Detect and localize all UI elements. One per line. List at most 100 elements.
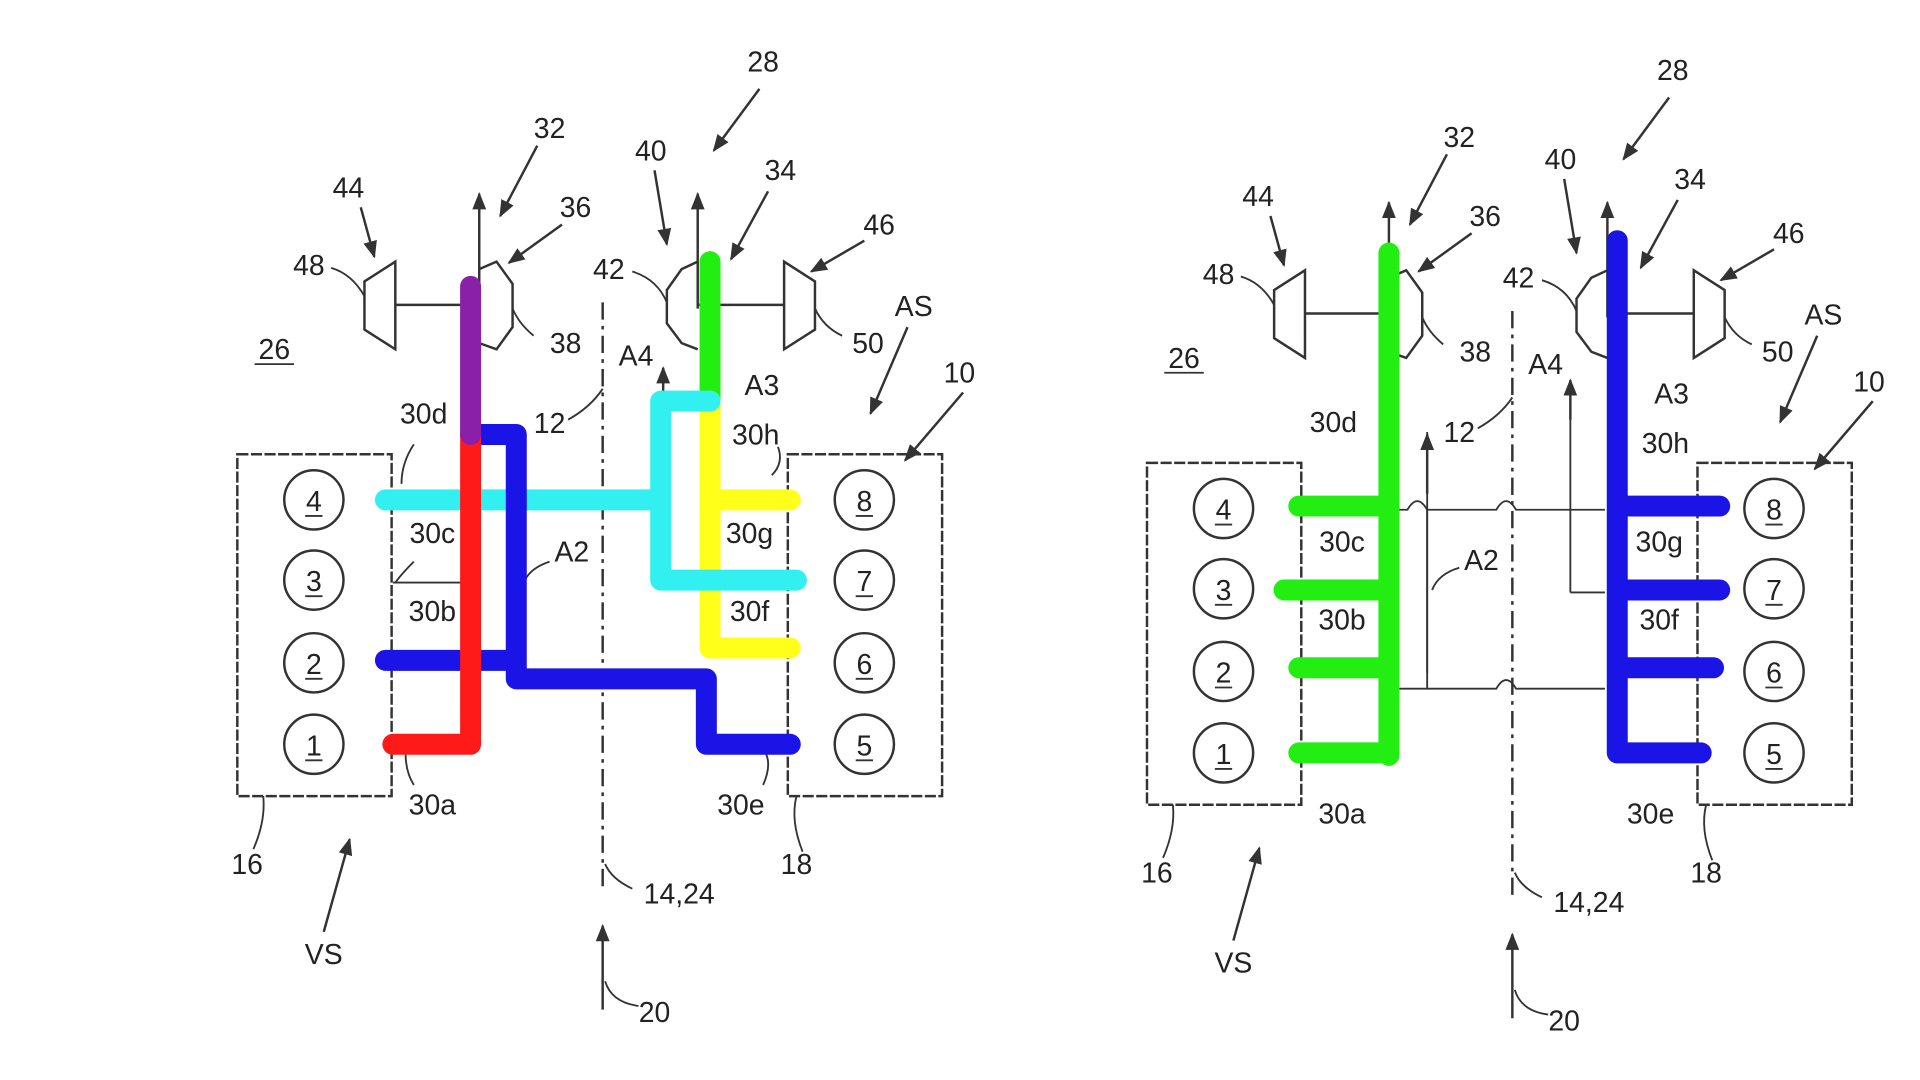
label-left-n16: 16 bbox=[231, 849, 263, 881]
label-left-n18: 18 bbox=[781, 849, 813, 881]
label-left-n38: 38 bbox=[550, 328, 582, 360]
label-left-n30a: 30a bbox=[409, 790, 457, 822]
label-right-n44: 44 bbox=[1242, 181, 1274, 213]
label-left-n42: 42 bbox=[593, 254, 625, 286]
label-left-n28: 28 bbox=[747, 47, 779, 79]
label-right-n48: 48 bbox=[1203, 259, 1235, 291]
label-right-n42: 42 bbox=[1503, 263, 1535, 295]
cylinder-number: 2 bbox=[1216, 658, 1232, 690]
cylinder-number: 8 bbox=[1766, 495, 1782, 527]
label-right-n20: 20 bbox=[1548, 1006, 1580, 1038]
label-left-A3: A3 bbox=[745, 370, 780, 402]
label-right-n50: 50 bbox=[1762, 337, 1794, 369]
label-left-VS: VS bbox=[305, 939, 343, 971]
figure-right-skeleton bbox=[1147, 98, 1873, 1019]
label-right-n30h: 30h bbox=[1642, 428, 1689, 460]
cylinder-right-2: 2 bbox=[1192, 640, 1255, 703]
label-left-n10: 10 bbox=[944, 358, 976, 390]
pipe-green-30a-30d bbox=[1273, 242, 1400, 766]
cylinder-number: 5 bbox=[1766, 739, 1782, 771]
label-right-n46: 46 bbox=[1773, 218, 1805, 250]
pipe-yellow-30f-30h bbox=[699, 390, 801, 659]
label-left-n30g: 30g bbox=[726, 518, 773, 550]
label-right-A2: A2 bbox=[1464, 545, 1499, 577]
label-right-n16: 16 bbox=[1141, 858, 1173, 890]
label-right-n30e: 30e bbox=[1627, 798, 1674, 830]
label-left-n30h: 30h bbox=[732, 419, 779, 451]
cylinder-left-2: 2 bbox=[282, 631, 345, 694]
label-left-n26: 26 bbox=[259, 334, 291, 366]
cylinder-number: 3 bbox=[1216, 575, 1232, 607]
cylinder-number: 6 bbox=[1766, 658, 1782, 690]
cylinder-left-8: 8 bbox=[833, 469, 896, 531]
cylinder-right-4: 4 bbox=[1192, 477, 1255, 540]
label-right-n30g: 30g bbox=[1636, 527, 1683, 559]
label-right-n30f: 30f bbox=[1639, 604, 1679, 636]
pipe-red-30a bbox=[382, 423, 482, 755]
cylinder-left-5: 5 bbox=[833, 713, 896, 776]
label-left-A2: A2 bbox=[554, 537, 589, 569]
cylinder-number: 3 bbox=[306, 566, 322, 598]
label-right-n38: 38 bbox=[1460, 337, 1492, 369]
label-right-n30b: 30b bbox=[1318, 604, 1365, 636]
label-left-n12: 12 bbox=[534, 408, 566, 440]
cylinder-right-8: 8 bbox=[1743, 477, 1805, 540]
label-right-VS: VS bbox=[1214, 948, 1252, 980]
label-left-n30c: 30c bbox=[409, 518, 455, 550]
cylinder-right-3: 3 bbox=[1192, 557, 1255, 620]
label-right-n30c: 30c bbox=[1319, 527, 1365, 559]
cylinder-right-5: 5 bbox=[1743, 722, 1805, 784]
label-right-A4: A4 bbox=[1528, 349, 1563, 381]
figure-right-exhaust-pipes bbox=[1273, 230, 1731, 766]
label-left-n48: 48 bbox=[293, 250, 325, 282]
label-right-n26: 26 bbox=[1168, 343, 1200, 375]
label-left-n34: 34 bbox=[765, 155, 797, 187]
pipe-blue-30b-30e bbox=[374, 423, 801, 755]
figure-left-skeleton bbox=[237, 89, 963, 1010]
cylinder-right-7: 7 bbox=[1743, 557, 1805, 620]
label-left-n50: 50 bbox=[852, 328, 884, 360]
cylinder-number: 6 bbox=[856, 649, 872, 681]
cylinder-left-1: 1 bbox=[282, 713, 345, 776]
label-right-n40: 40 bbox=[1545, 144, 1577, 176]
cylinder-left-4: 4 bbox=[282, 469, 345, 531]
label-left-n46: 46 bbox=[863, 210, 895, 242]
cylinder-number: 5 bbox=[856, 730, 872, 762]
label-right-n34: 34 bbox=[1674, 164, 1706, 196]
label-right-n36: 36 bbox=[1469, 201, 1501, 233]
label-right-AS: AS bbox=[1804, 300, 1842, 332]
label-right-n10: 10 bbox=[1853, 366, 1885, 398]
cylinder-number: 7 bbox=[856, 566, 872, 598]
label-right-A3: A3 bbox=[1654, 379, 1689, 411]
cylinder-number: 4 bbox=[1216, 495, 1232, 527]
label-right-n32: 32 bbox=[1443, 122, 1475, 154]
cylinder-left-6: 6 bbox=[833, 631, 896, 694]
cylinder-number: 1 bbox=[306, 730, 322, 762]
figure-right-thin-lines bbox=[1395, 378, 1605, 690]
label-right-n30a: 30a bbox=[1318, 798, 1366, 830]
label-right-n18: 18 bbox=[1690, 858, 1722, 890]
label-left-n40: 40 bbox=[635, 135, 667, 167]
label-left-A4: A4 bbox=[619, 340, 654, 372]
label-left-n30b: 30b bbox=[409, 596, 456, 628]
cylinder-number: 7 bbox=[1766, 575, 1782, 607]
cylinder-right-6: 6 bbox=[1743, 640, 1805, 703]
label-right-n1424: 14,24 bbox=[1553, 887, 1624, 919]
label-left-n30d: 30d bbox=[400, 398, 447, 430]
label-right-n30d: 30d bbox=[1310, 407, 1357, 439]
cylinders: 4 3 2 1 8 7 6 5 4 3 2 1 8 7 6 5 bbox=[282, 469, 1805, 784]
label-left-n20: 20 bbox=[639, 997, 671, 1029]
cylinder-number: 4 bbox=[306, 486, 322, 518]
label-left-n36: 36 bbox=[560, 192, 592, 224]
label-left-n44: 44 bbox=[333, 172, 365, 204]
cylinder-number: 8 bbox=[856, 486, 872, 518]
label-left-n32: 32 bbox=[534, 113, 566, 145]
cylinder-number: 1 bbox=[1216, 739, 1232, 771]
label-right-n28: 28 bbox=[1657, 55, 1689, 87]
label-left-n30e: 30e bbox=[717, 790, 764, 822]
label-left-n30f: 30f bbox=[730, 596, 770, 628]
cylinder-left-7: 7 bbox=[833, 549, 896, 611]
cylinder-right-1: 1 bbox=[1192, 722, 1255, 784]
